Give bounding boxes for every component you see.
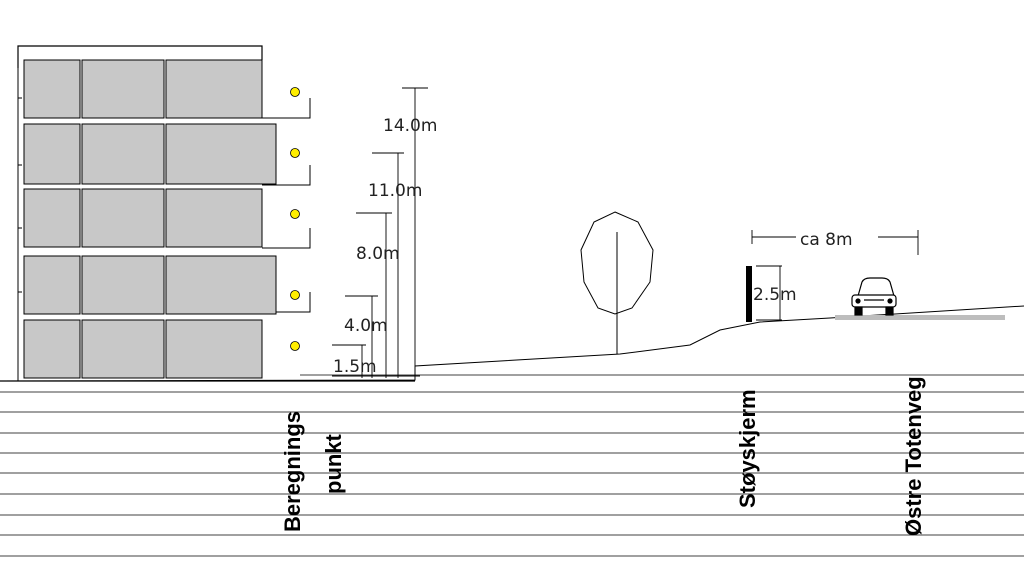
- road-label: Østre Totenveg: [901, 376, 926, 536]
- window-panel: [23, 255, 81, 315]
- calc-points: [290, 87, 300, 351]
- height-label: 8.0m: [356, 244, 400, 264]
- road-surface: [835, 315, 1005, 320]
- window-panel: [81, 188, 165, 248]
- height-dimensions: [332, 87, 428, 378]
- window-panel: [165, 188, 263, 248]
- calc-point-dot: [290, 290, 300, 300]
- car-icon: [851, 277, 897, 316]
- barrier-dimension: [756, 265, 782, 321]
- window-panel: [165, 319, 263, 379]
- ground-hatching: [0, 391, 1024, 557]
- window-panel: [23, 59, 81, 119]
- window-panel: [23, 319, 81, 379]
- road-distance-dimension: [751, 230, 919, 255]
- height-label: 11.0m: [368, 181, 422, 201]
- height-label: 1.5m: [333, 357, 377, 377]
- calc-point-dot: [290, 87, 300, 97]
- window-panel: [23, 188, 81, 248]
- height-label: 14.0m: [383, 116, 437, 136]
- window-panel: [81, 59, 165, 119]
- road-distance-label: ca 8m: [800, 230, 853, 250]
- window-panel: [23, 123, 81, 185]
- window-panel: [165, 255, 277, 315]
- window-panel: [81, 319, 165, 379]
- calc-point-label: Beregnings: [280, 411, 305, 532]
- noise-barrier: [746, 266, 752, 322]
- apartment-building: [17, 45, 311, 381]
- window-panel: [165, 123, 277, 185]
- calc-point-dot: [290, 209, 300, 219]
- window-panel: [81, 255, 165, 315]
- barrier-label: Støyskjerm: [735, 389, 760, 508]
- height-label: 4.0m: [344, 316, 388, 336]
- window-panel: [165, 59, 263, 119]
- window-panel: [81, 123, 165, 185]
- tree: [580, 211, 654, 354]
- barrier-height-label: 2.5m: [753, 285, 797, 305]
- calc-point-dot: [290, 341, 300, 351]
- calc-point-label: punkt: [321, 433, 346, 494]
- calc-point-dot: [290, 148, 300, 158]
